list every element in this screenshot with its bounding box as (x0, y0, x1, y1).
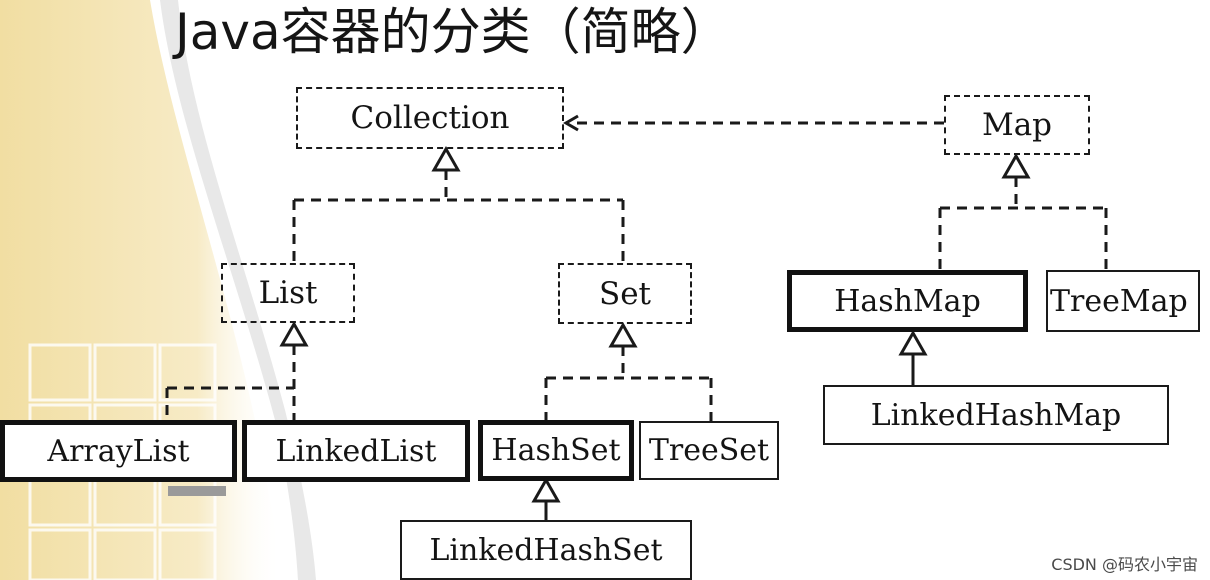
set-inheritance-connectors (544, 346, 713, 421)
node-hashset: HashSet (478, 420, 634, 481)
node-list-label: List (258, 275, 318, 311)
node-collection: Collection (296, 87, 564, 149)
node-linkedhashset-label: LinkedHashSet (429, 532, 663, 568)
node-hashset-label: HashSet (491, 433, 621, 468)
linkedhashset-to-hashset-arrowhead (531, 476, 561, 503)
node-linkedlist: LinkedList (242, 420, 470, 482)
map-inheritance-connectors (938, 177, 1108, 270)
list-inheritance-arrowhead (279, 320, 309, 347)
node-set: Set (558, 263, 692, 324)
node-treemap: TreeMap (1046, 270, 1200, 332)
node-hashmap-label: HashMap (834, 283, 981, 319)
node-map: Map (944, 95, 1090, 155)
node-arraylist-label: ArrayList (47, 433, 190, 469)
linkedhashmap-to-hashmap-arrowhead (898, 329, 928, 356)
node-hashmap: HashMap (787, 270, 1028, 332)
list-inheritance-connectors (165, 345, 296, 420)
csdn-watermark: CSDN @码农小宇宙 (1051, 555, 1198, 574)
node-treeset-label: TreeSet (648, 433, 770, 468)
node-map-label: Map (981, 107, 1053, 143)
node-arraylist: ArrayList (0, 420, 237, 482)
node-linkedlist-label: LinkedList (275, 433, 437, 469)
node-set-label: Set (598, 275, 652, 312)
page-title: Java容器的分类（简略） (175, 3, 731, 61)
set-inheritance-arrowhead (608, 321, 638, 348)
node-treemap-label: TreeMap (1050, 283, 1188, 319)
map-inheritance-arrowhead (1001, 152, 1031, 179)
node-collection-label: Collection (350, 100, 510, 136)
node-linkedhashmap-label: LinkedHashMap (870, 397, 1122, 433)
collection-inheritance-connectors (292, 170, 625, 262)
slide-gray-swoosh (160, 0, 316, 580)
node-list: List (221, 263, 355, 323)
map-to-collection-arrowhead (563, 114, 579, 132)
node-linkedhashmap: LinkedHashMap (823, 385, 1169, 445)
node-linkedhashset: LinkedHashSet (400, 520, 692, 580)
slide-gray-tab (168, 486, 226, 496)
node-treeset: TreeSet (639, 421, 779, 480)
collection-inheritance-arrowhead (431, 145, 461, 172)
